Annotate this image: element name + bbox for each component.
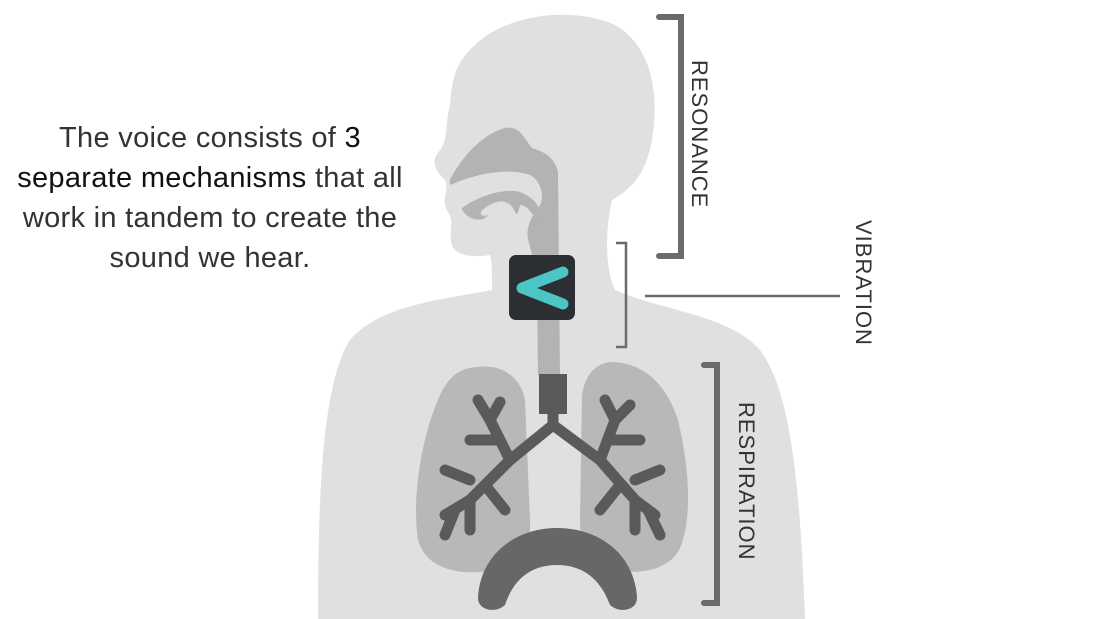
oral-cavity bbox=[462, 190, 540, 220]
intro-part1: The voice consists of bbox=[59, 122, 345, 154]
resonance-bracket bbox=[656, 14, 684, 259]
nasal-cavity bbox=[450, 127, 560, 376]
intro-text: The voice consists of 3 separate mechanis… bbox=[10, 118, 410, 278]
bronchi bbox=[439, 394, 666, 541]
larynx-icon bbox=[509, 255, 575, 320]
left-lung bbox=[416, 366, 531, 573]
intro-bold-mechanisms: separate mechanisms bbox=[17, 162, 307, 194]
intro-bold-count: 3 bbox=[344, 122, 361, 154]
diaphragm bbox=[478, 528, 637, 610]
vibration-bracket bbox=[616, 241, 628, 349]
resonance-label: RESONANCE bbox=[687, 60, 712, 209]
intro-part2: that all work in tandem to create the so… bbox=[22, 162, 403, 274]
respiration-bracket bbox=[701, 362, 720, 606]
respiration-label: RESPIRATION bbox=[734, 402, 759, 561]
vibration-label: VIBRATION bbox=[851, 220, 876, 346]
